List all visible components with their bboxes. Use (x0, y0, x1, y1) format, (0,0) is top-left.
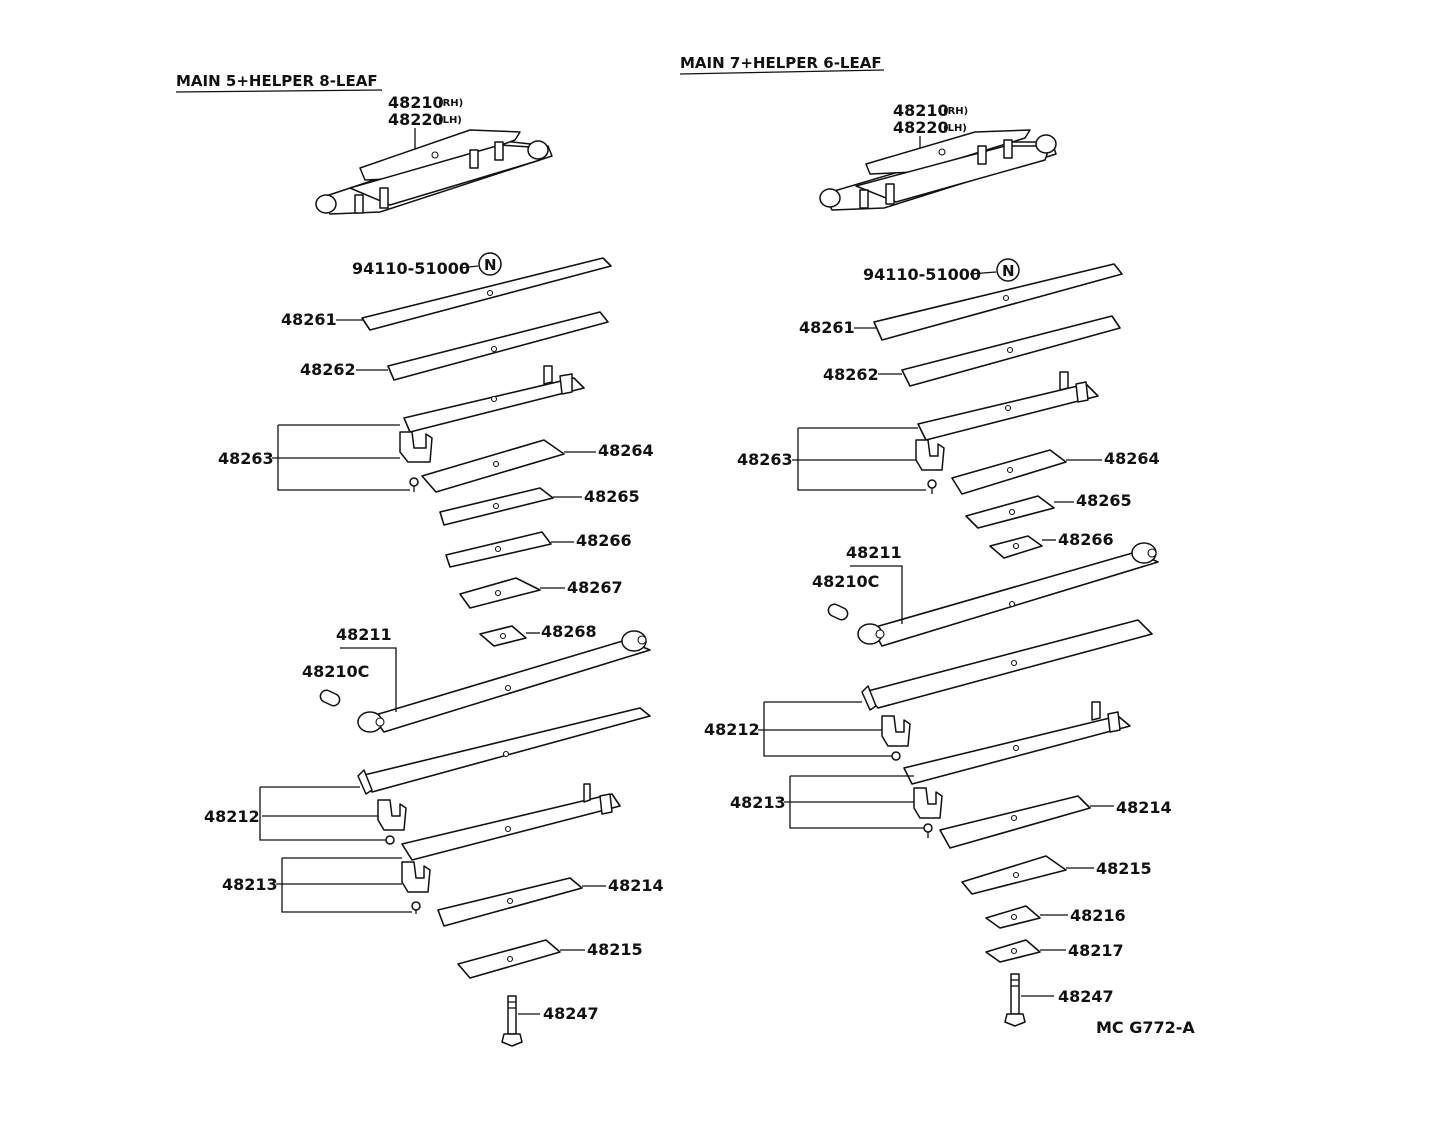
right-diagram: MAIN 7+HELPER 6-LEAF 48210 (RH) 48220 (L… (679, 54, 1195, 1037)
right-clip-48263 (915, 439, 945, 471)
left-leaf-48261 (361, 257, 612, 331)
left-clip-48213 (401, 861, 431, 893)
right-assy-lh-suffix: (LH) (943, 123, 967, 134)
right-label-48263: 48263 (737, 450, 793, 469)
right-leaf-48214 (939, 795, 1091, 849)
right-label-48217: 48217 (1068, 941, 1124, 960)
left-leaf-48263 (403, 377, 585, 433)
right-assy-rh-suffix: (RH) (943, 106, 968, 117)
right-label-48214: 48214 (1116, 798, 1172, 817)
left-label-48264: 48264 (598, 441, 654, 460)
left-label-48265: 48265 (584, 487, 640, 506)
right-label-48265: 48265 (1076, 491, 1132, 510)
left-label-48266: 48266 (576, 531, 632, 550)
left-nut-label: 94110-51000 (352, 259, 470, 278)
left-label-48211: 48211 (336, 625, 392, 644)
right-assembly-label: 48210 (RH) 48220 (LH) (893, 101, 968, 164)
right-label-48262: 48262 (823, 365, 879, 384)
left-title: MAIN 5+HELPER 8-LEAF (176, 72, 378, 90)
right-label-48266: 48266 (1058, 530, 1114, 549)
left-nut-n-icon (478, 252, 502, 276)
left-leaf-48264 (421, 439, 565, 493)
right-label-48261: 48261 (799, 318, 855, 337)
right-label-48264: 48264 (1104, 449, 1160, 468)
left-diagram: MAIN 5+HELPER 8-LEAF 48210 (RH) 48220 (L… (175, 72, 664, 1047)
left-label-48215: 48215 (587, 940, 643, 959)
right-bushing-48210c (827, 603, 849, 621)
right-title: MAIN 7+HELPER 6-LEAF (680, 54, 882, 72)
right-clip-48212 (881, 715, 911, 747)
left-nut-n-mark: N (484, 256, 497, 274)
right-label-48211: 48211 (846, 543, 902, 562)
right-label-48212: 48212 (704, 720, 760, 739)
right-assy-lh-label: 48220 (893, 118, 949, 137)
right-nut-n-mark: N (1002, 262, 1015, 280)
left-center-bolt-48247 (501, 995, 523, 1047)
left-label-48212: 48212 (204, 807, 260, 826)
left-label-48213: 48213 (222, 875, 278, 894)
left-bolt-48263 (409, 477, 419, 487)
right-clip-48213 (913, 787, 943, 819)
right-label-48213: 48213 (730, 793, 786, 812)
left-assembly-label: 48210 (RH) 48220 (LH) (388, 93, 463, 158)
left-label-48261: 48261 (281, 310, 337, 329)
right-label-48216: 48216 (1070, 906, 1126, 925)
left-label-48210c: 48210C (302, 662, 369, 681)
left-title-underline (175, 89, 383, 93)
figure-code: MC G772-A (1096, 1018, 1195, 1037)
left-assy-rh-suffix: (RH) (438, 98, 463, 109)
left-label-48247: 48247 (543, 1004, 599, 1023)
left-assy-rh-label: 48210 (388, 93, 444, 112)
right-title-underline (679, 69, 885, 75)
right-label-48247: 48247 (1058, 987, 1114, 1006)
right-nut-label: 94110-51000 (863, 265, 981, 284)
left-bushing-48210c (319, 689, 341, 707)
left-label-48263: 48263 (218, 449, 274, 468)
left-assy-lh-label: 48220 (388, 110, 444, 129)
left-label-48267: 48267 (567, 578, 623, 597)
right-assy-rh-label: 48210 (893, 101, 949, 120)
left-clip-48263 (399, 431, 433, 463)
right-label-48215: 48215 (1096, 859, 1152, 878)
left-label-48214: 48214 (608, 876, 664, 895)
left-leaf-48262 (387, 311, 609, 381)
left-label-48262: 48262 (300, 360, 356, 379)
left-assy-lh-suffix: (LH) (438, 115, 462, 126)
left-clip-48212 (377, 799, 407, 831)
left-label-48268: 48268 (541, 622, 597, 641)
right-label-48210c: 48210C (812, 572, 879, 591)
left-leaf-48212 (401, 793, 621, 861)
right-spring-assembly-drawing (819, 129, 1057, 211)
right-nut-n-icon (996, 258, 1020, 282)
left-spring-assembly-drawing (315, 129, 553, 215)
right-center-bolt-48247 (1004, 973, 1026, 1027)
right-leaf-48263 (917, 383, 1099, 441)
right-leaf-48261 (873, 263, 1123, 341)
